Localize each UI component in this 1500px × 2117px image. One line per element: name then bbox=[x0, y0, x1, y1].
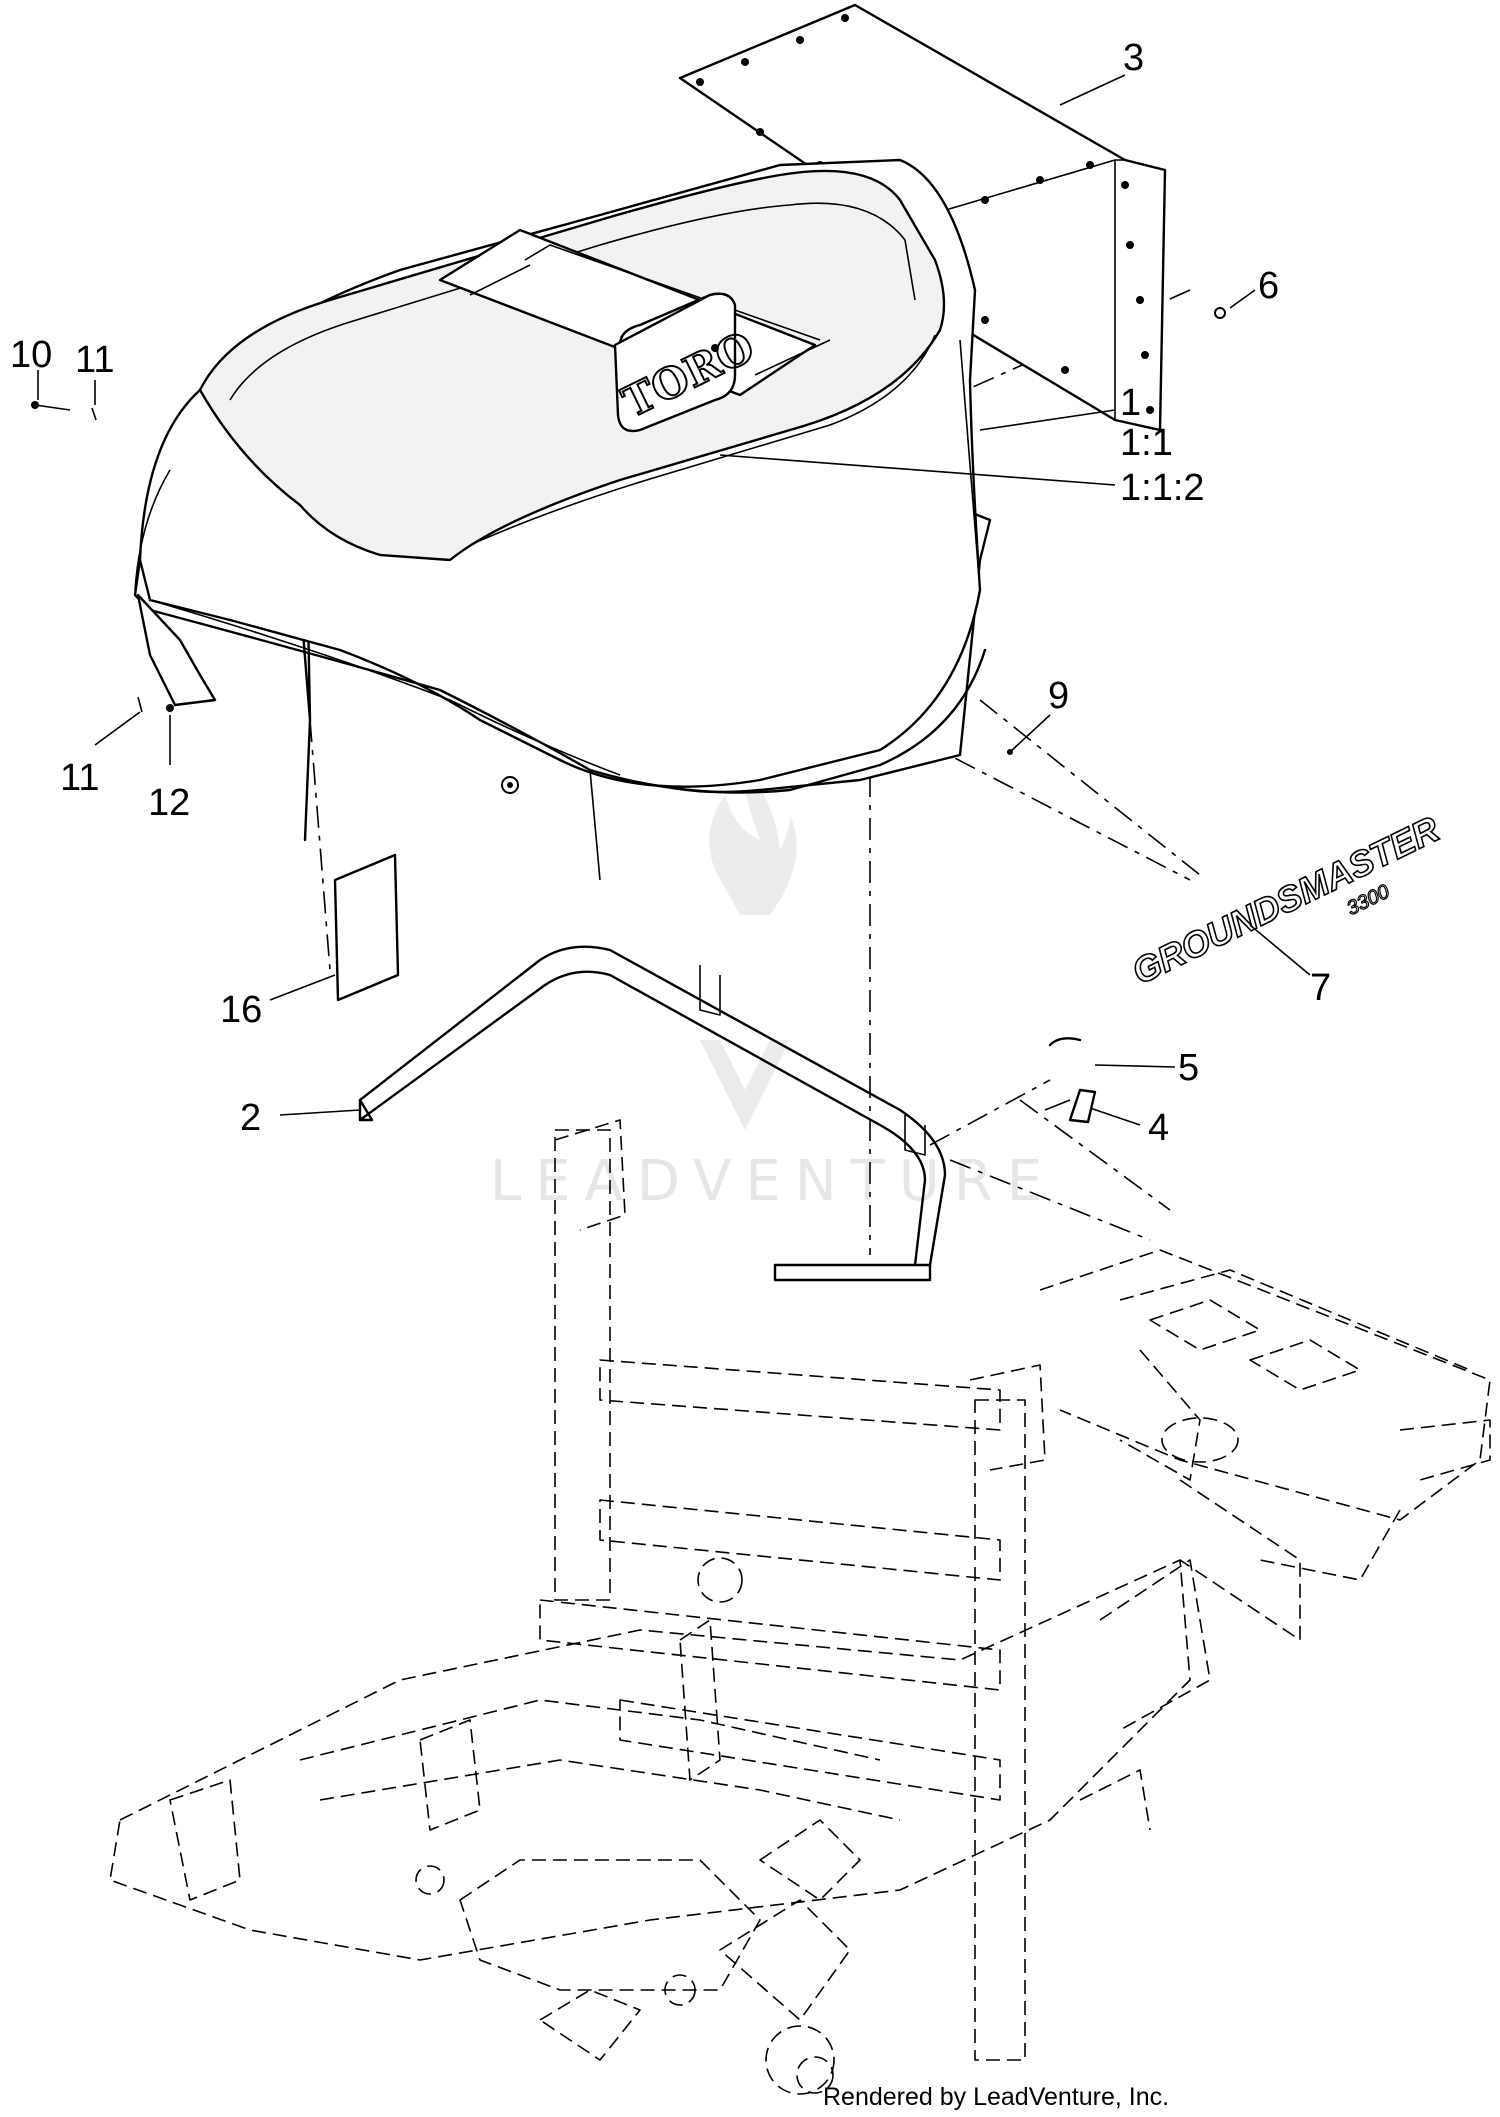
mower-frame bbox=[109, 1119, 1491, 2095]
watermark-text: LEADVENTURE bbox=[490, 1149, 1056, 1214]
callout-11-lower: 11 bbox=[60, 757, 99, 799]
callout-7: 7 bbox=[1310, 967, 1331, 1009]
hood: TORO bbox=[133, 158, 992, 881]
decal-16 bbox=[333, 853, 400, 1002]
callout-9: 9 bbox=[1048, 675, 1069, 717]
hood-brace bbox=[358, 945, 947, 1282]
watermark: LEADVENTURE bbox=[490, 760, 1056, 1214]
callout-10: 10 bbox=[10, 334, 52, 376]
decal-line1: GROUNDSMASTER bbox=[1126, 808, 1446, 992]
callout-1-1-2: 1:1:2 bbox=[1120, 467, 1205, 509]
callout-2: 2 bbox=[240, 1097, 261, 1139]
callout-1: 1 bbox=[1120, 382, 1141, 424]
callout-4: 4 bbox=[1148, 1107, 1169, 1149]
callout-1-1: 1:1 bbox=[1120, 422, 1173, 464]
callout-11-upper: 11 bbox=[75, 339, 114, 381]
callout-16: 16 bbox=[220, 989, 262, 1031]
watermark-flame-icon bbox=[709, 760, 797, 915]
callout-6: 6 bbox=[1258, 265, 1279, 307]
callout-12: 12 bbox=[148, 782, 190, 824]
watermark-v-icon bbox=[700, 1040, 790, 1130]
groundsmaster-decal: GROUNDSMASTER 3300 bbox=[1125, 807, 1447, 993]
callout-3: 3 bbox=[1123, 37, 1144, 79]
callouts: 3 6 10 11 1 1:1 1:1:2 11 12 9 16 7 2 5 4 bbox=[10, 37, 1331, 1149]
callout-5: 5 bbox=[1178, 1047, 1199, 1089]
footer-credit: Rendered by LeadVenture, Inc. bbox=[823, 2083, 1169, 2111]
leader-lines bbox=[37, 74, 1311, 1126]
